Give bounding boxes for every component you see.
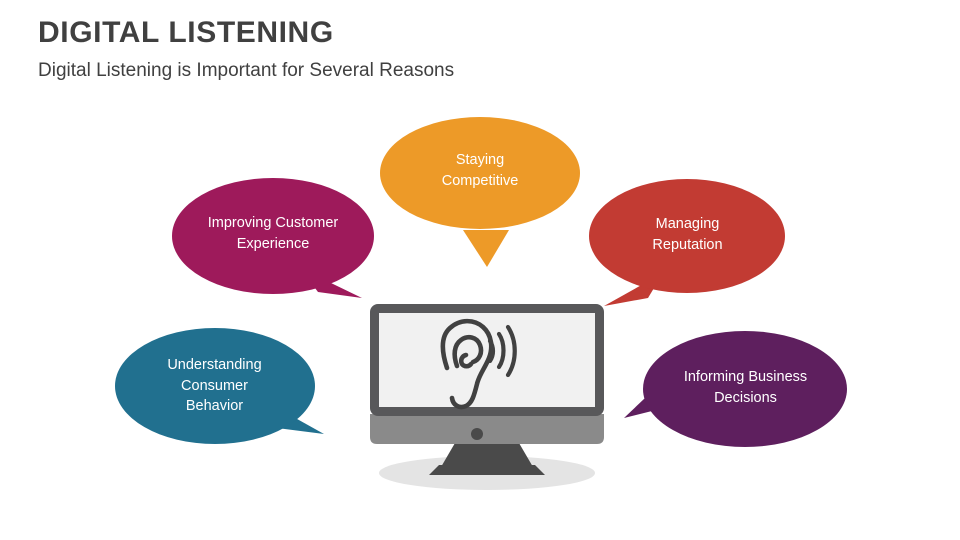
bubble-body-informing-business-decisions [643, 331, 847, 447]
bubble-informing-business-decisions[interactable] [624, 331, 847, 447]
bubble-body-improving-customer-experience [172, 178, 374, 294]
bubble-staying-competitive[interactable] [380, 117, 580, 267]
bubble-managing-reputation[interactable] [589, 179, 785, 306]
desktop-monitor [370, 304, 604, 475]
bubble-body-understanding-consumer-behavior [115, 328, 315, 444]
page-title: DIGITAL LISTENING [38, 16, 334, 49]
monitor-stand-base [429, 465, 545, 475]
page-subtitle: Digital Listening is Important for Sever… [38, 59, 455, 81]
bubble-tail-staying-competitive [463, 230, 509, 267]
bubble-body-managing-reputation [589, 179, 785, 293]
monitor-stand-neck [441, 443, 533, 467]
bubble-understanding-consumer-behavior[interactable] [115, 328, 324, 444]
bubble-improving-customer-experience[interactable] [172, 178, 374, 298]
slide-header: DIGITAL LISTENING Digital Listening is I… [38, 16, 918, 82]
ear-listening-icon [440, 318, 517, 410]
monitor-power-button[interactable] [471, 428, 483, 440]
bubble-body-staying-competitive [380, 117, 580, 229]
monitor-chin [370, 414, 604, 444]
